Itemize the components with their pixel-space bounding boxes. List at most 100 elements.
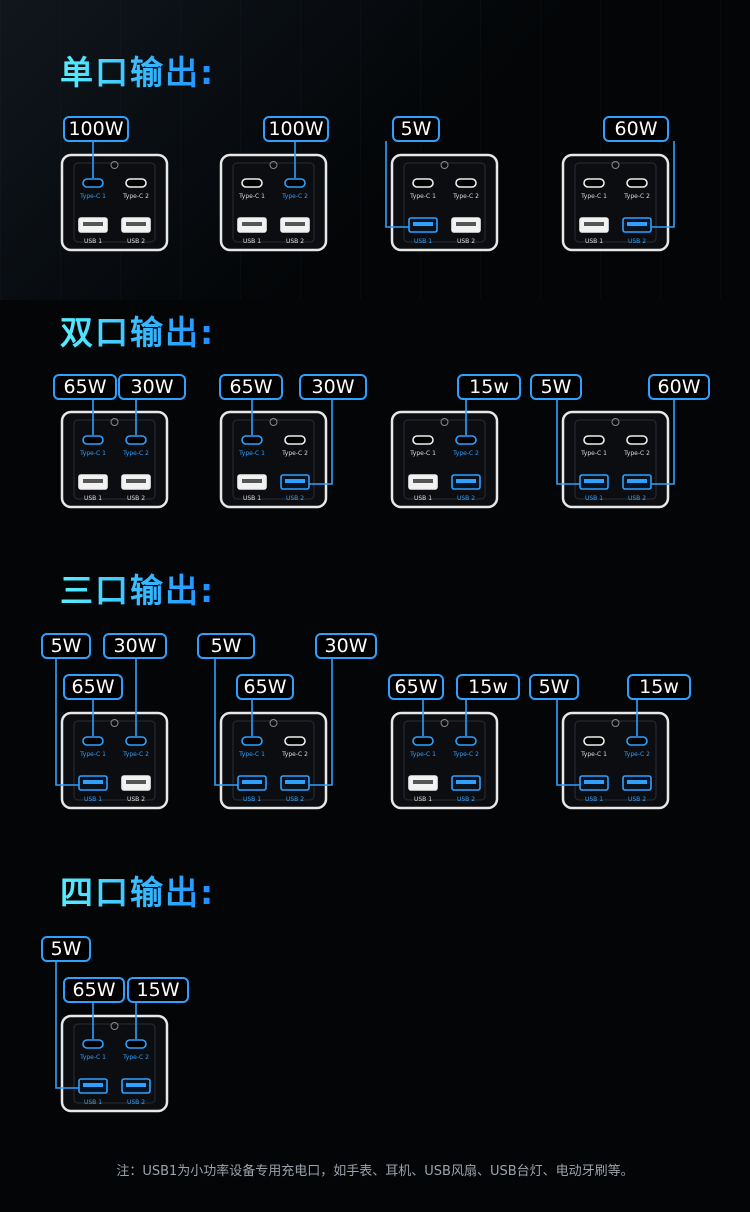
section-title-single: 单口输出: — [60, 46, 215, 94]
port-label: Type-C 2 — [281, 193, 308, 200]
indicator-icon — [110, 1022, 119, 1030]
power-label-text: 65W — [244, 676, 287, 698]
port-label: USB 2 — [628, 238, 646, 245]
type-c-port-icon — [455, 178, 477, 188]
type-c-port-icon — [455, 736, 477, 746]
usb-a-port-tongue — [584, 222, 604, 226]
device-inner-panel — [574, 419, 657, 500]
device-inner-panel — [232, 720, 315, 801]
type-c-port-icon — [626, 736, 648, 746]
connector-line — [556, 399, 580, 485]
port-label: USB 1 — [84, 1099, 102, 1106]
port-label: Type-C 1 — [79, 1054, 106, 1061]
port-label: USB 1 — [84, 796, 102, 803]
type-c-port-icon — [412, 736, 434, 746]
indicator-icon — [440, 719, 449, 727]
usb-a-port-tongue — [83, 479, 103, 483]
indicator-icon — [269, 161, 278, 169]
type-c-port-icon — [82, 435, 104, 445]
device-inner-panel — [403, 162, 486, 243]
port-label: USB 1 — [84, 238, 102, 245]
port-label: Type-C 2 — [452, 193, 479, 200]
port-label: Type-C 1 — [580, 193, 607, 200]
port-label: Type-C 2 — [623, 193, 650, 200]
port-label: Type-C 1 — [79, 751, 106, 758]
connector-line — [309, 399, 333, 485]
port-label: Type-C 2 — [281, 751, 308, 758]
device-inner-panel — [73, 419, 156, 500]
usb-a-port-tongue — [413, 222, 433, 226]
port-label: Type-C 1 — [79, 193, 106, 200]
usb-a-port-tongue — [584, 780, 604, 784]
type-c-port-icon — [412, 435, 434, 445]
power-label-box — [197, 633, 255, 659]
indicator-icon — [611, 161, 620, 169]
type-c-port-icon — [125, 1039, 147, 1049]
power-label-box — [219, 374, 283, 400]
device-body — [219, 410, 328, 509]
connector-line — [55, 658, 79, 786]
power-label-text: 15w — [639, 676, 679, 698]
port-label: USB 2 — [286, 238, 304, 245]
power-label-text: 5W — [211, 635, 242, 657]
indicator-icon — [269, 719, 278, 727]
power-label-box — [627, 674, 691, 700]
usb-a-port-tongue — [242, 479, 262, 483]
usb-a-port-tongue — [126, 222, 146, 226]
usb-a-port-tongue — [126, 1083, 146, 1087]
device-body — [60, 711, 169, 810]
device-inner-panel — [232, 162, 315, 243]
power-label-box — [53, 374, 117, 400]
type-c-port-icon — [284, 435, 306, 445]
device-body — [60, 1014, 169, 1113]
port-label: Type-C 2 — [122, 193, 149, 200]
port-label: USB 1 — [243, 796, 261, 803]
port-label: USB 2 — [457, 495, 475, 502]
port-label: Type-C 2 — [122, 1054, 149, 1061]
usb-a-port-tongue — [627, 479, 647, 483]
port-label: USB 2 — [628, 495, 646, 502]
type-c-port-icon — [284, 736, 306, 746]
port-label: USB 2 — [457, 238, 475, 245]
power-label-box — [63, 977, 125, 1003]
device-inner-panel — [403, 720, 486, 801]
type-c-port-icon — [626, 435, 648, 445]
usb-a-port-tongue — [285, 479, 305, 483]
port-label: Type-C 2 — [122, 751, 149, 758]
section-title-triple: 三口输出: — [60, 564, 215, 612]
type-c-port-icon — [125, 178, 147, 188]
port-label: Type-C 2 — [122, 450, 149, 457]
type-c-port-icon — [82, 736, 104, 746]
power-label-text: 65W — [73, 979, 116, 1001]
power-label-box — [603, 116, 669, 142]
power-label-box — [41, 633, 91, 659]
usb-a-port-tongue — [285, 780, 305, 784]
usb-a-port-tongue — [126, 780, 146, 784]
port-label: USB 1 — [585, 796, 603, 803]
power-label-box — [457, 374, 521, 400]
port-label: USB 1 — [243, 495, 261, 502]
power-label-text: 65W — [230, 376, 273, 398]
indicator-icon — [110, 719, 119, 727]
footnote: 注：USB1为小功率设备专用充电口，如手表、耳机、USB风扇、USB台灯、电动牙… — [116, 1164, 634, 1179]
power-label-text: 60W — [658, 376, 701, 398]
port-label: USB 2 — [127, 238, 145, 245]
power-label-box — [118, 374, 186, 400]
usb-a-port-tongue — [456, 780, 476, 784]
power-label-text: 30W — [131, 376, 174, 398]
port-label: Type-C 2 — [452, 450, 479, 457]
port-label: USB 2 — [127, 495, 145, 502]
power-label-box — [529, 674, 579, 700]
device-inner-panel — [574, 720, 657, 801]
type-c-port-icon — [583, 435, 605, 445]
usb-a-port-tongue — [126, 479, 146, 483]
